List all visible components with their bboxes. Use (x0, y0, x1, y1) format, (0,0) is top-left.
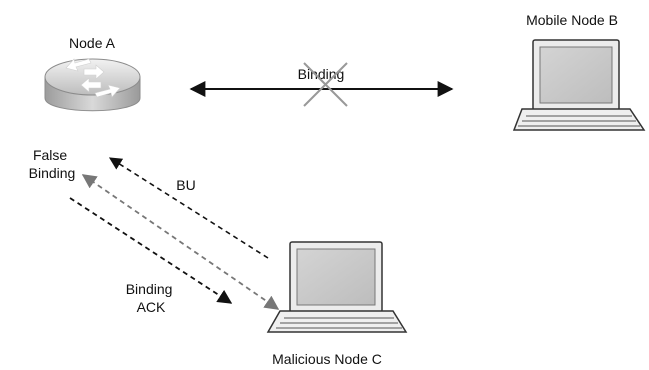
false-binding-label: False Binding (29, 147, 76, 181)
cross-mark-icon (303, 62, 348, 107)
binding-ack-line2: ACK (137, 299, 166, 315)
laptop-icon (512, 39, 646, 131)
router-icon (44, 58, 141, 112)
bu-label: BU (176, 177, 195, 193)
laptop-icon (266, 241, 408, 333)
node-a-label: Node A (69, 35, 116, 51)
malicious-node-c-label: Malicious Node C (272, 351, 382, 367)
bu-arrow (108, 157, 269, 259)
false-binding-line1: False (33, 147, 67, 163)
binding-ack-label: Binding ACK (126, 281, 177, 315)
false-binding-line2: Binding (29, 165, 76, 181)
mobile-node-b-label: Mobile Node B (526, 12, 618, 28)
binding-ack-line1: Binding (126, 281, 173, 297)
false-binding-arrow (81, 174, 280, 310)
